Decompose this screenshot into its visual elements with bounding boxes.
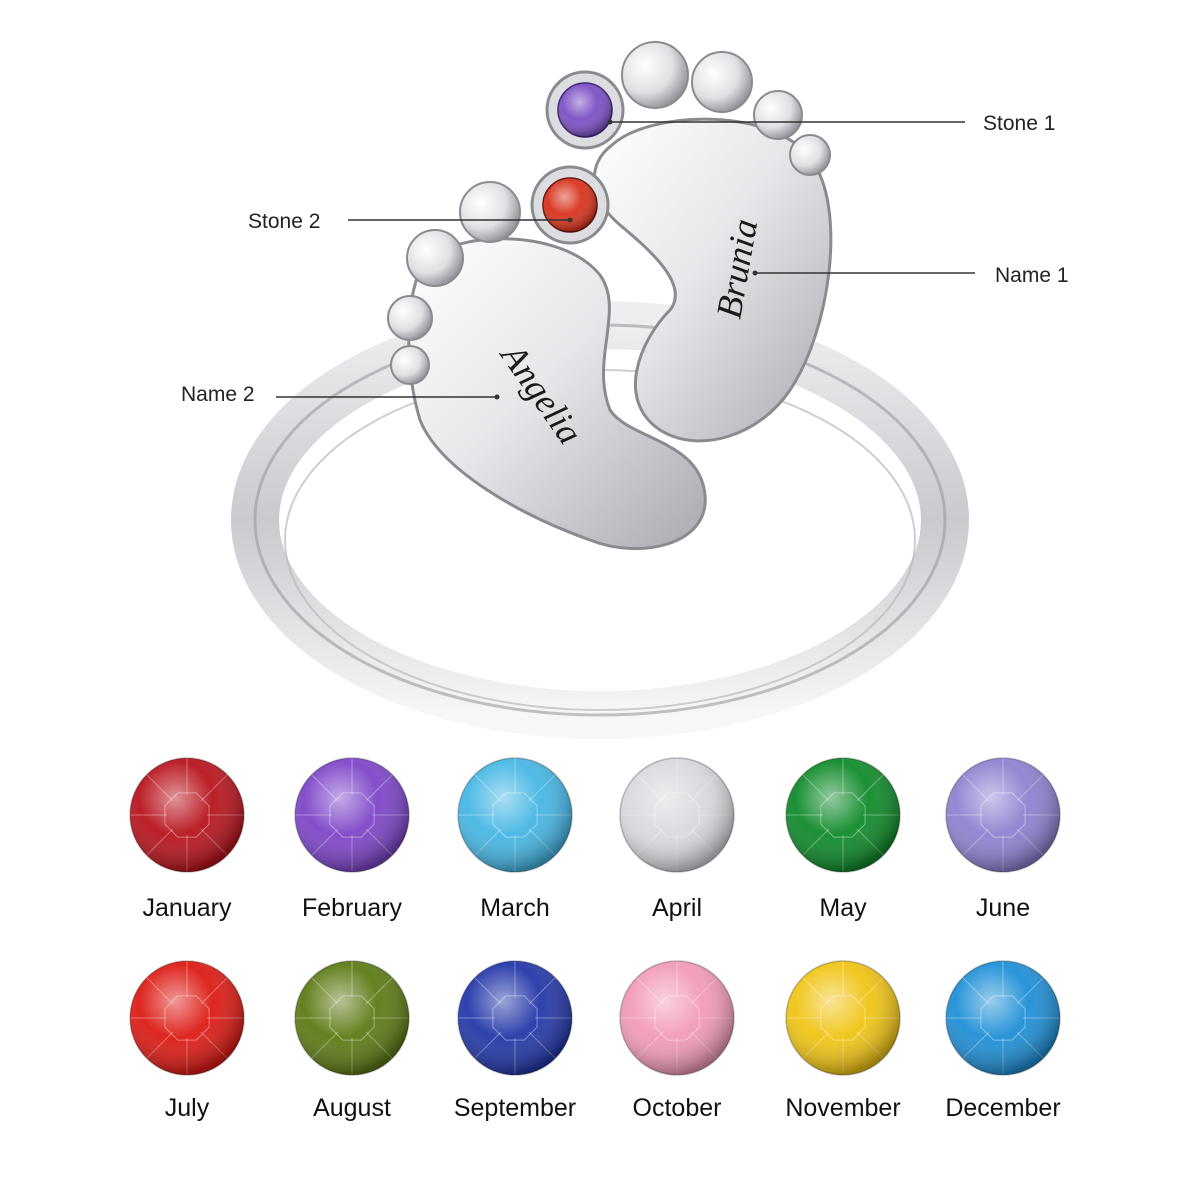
- birthstone-label-november: November: [785, 1094, 900, 1122]
- stone-1-setting: [545, 70, 625, 150]
- callout-stone-2-label: Stone 2: [248, 210, 320, 233]
- right-foot: Brunia: [592, 41, 833, 443]
- birthstone-label-july: July: [165, 1094, 210, 1122]
- birthstone-label-january: January: [143, 894, 232, 922]
- callout-name-2-label: Name 2: [181, 383, 255, 406]
- left-foot: Angelia: [387, 181, 707, 551]
- callout-stone-2: Stone 2: [248, 210, 573, 233]
- birthstone-september: September: [454, 960, 576, 1122]
- birthstone-label-september: September: [454, 1094, 576, 1122]
- birthstone-december: December: [945, 960, 1061, 1122]
- birthstone-april: April: [619, 757, 735, 922]
- birthstone-may: May: [785, 757, 901, 922]
- birthstone-march: March: [457, 757, 573, 922]
- birthstone-february: February: [294, 757, 410, 922]
- stone-2-setting: [530, 165, 610, 245]
- birthstone-june: June: [945, 757, 1061, 922]
- callout-name-1: Name 1: [752, 264, 1069, 287]
- birthstone-label-august: August: [313, 1094, 391, 1122]
- birthstone-october: October: [619, 960, 735, 1122]
- birthstone-november: November: [785, 960, 901, 1122]
- birthstone-label-october: October: [633, 1094, 722, 1122]
- callout-name-1-label: Name 1: [995, 264, 1069, 287]
- birthstone-label-april: April: [652, 894, 702, 922]
- birthstone-label-june: June: [976, 894, 1030, 922]
- birthstone-label-march: March: [480, 894, 549, 922]
- birthstone-label-may: May: [819, 894, 867, 922]
- callout-stone-1: Stone 1: [607, 112, 1055, 135]
- birthstone-label-february: February: [302, 894, 403, 922]
- birthstone-label-december: December: [945, 1094, 1060, 1122]
- birthstone-january: January: [129, 757, 245, 922]
- callout-name-2: Name 2: [181, 383, 500, 406]
- birthstone-august: August: [294, 960, 410, 1122]
- callout-stone-1-label: Stone 1: [983, 112, 1055, 135]
- birthstone-july: July: [129, 960, 245, 1122]
